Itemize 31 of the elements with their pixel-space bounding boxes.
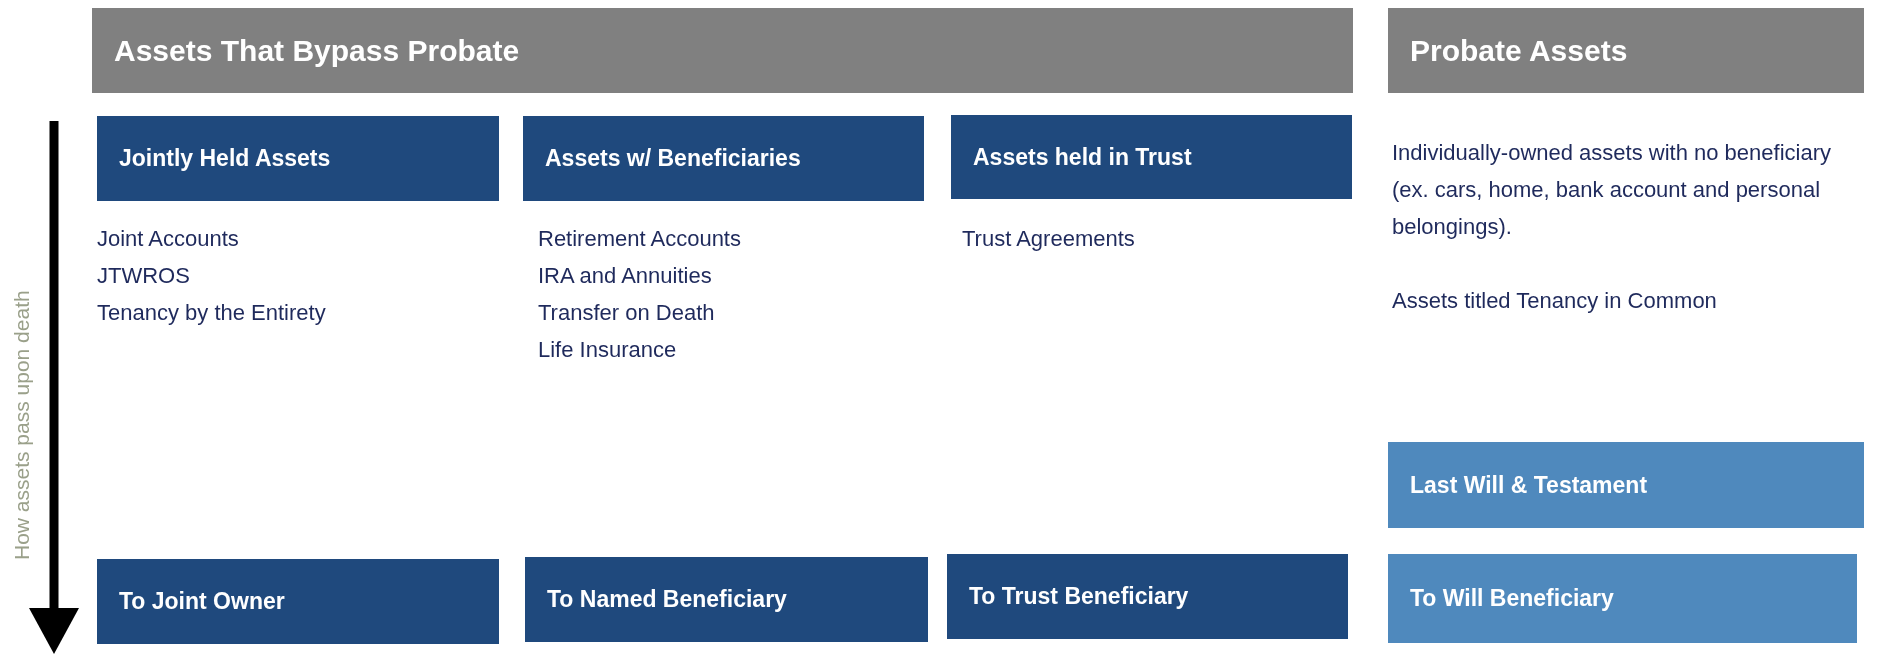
outcome-box <box>525 557 928 642</box>
heading-text: Probate Assets <box>1410 33 1628 68</box>
box-label: Last Will & Testament <box>1410 471 1648 499</box>
list-item: Retirement Accounts <box>538 225 741 253</box>
category-box <box>951 115 1352 199</box>
box-label: To Will Beneficiary <box>1410 585 1614 612</box>
category-box <box>97 116 499 201</box>
box-label: Assets held in Trust <box>973 143 1192 171</box>
list-item: Life Insurance <box>538 336 678 364</box>
outcome-box <box>1388 554 1857 643</box>
heading-text: Assets That Bypass Probate <box>114 33 520 68</box>
description-text: Assets titled Tenancy in Common <box>1392 287 1718 315</box>
header-band <box>92 8 1353 93</box>
list-item: Joint Accounts <box>97 225 240 253</box>
box-label: Jointly Held Assets <box>119 145 331 172</box>
box-label: To Joint Owner <box>119 588 285 615</box>
box-label: To Trust Beneficiary <box>969 583 1189 610</box>
box-label: Assets w/ Beneficiaries <box>545 145 801 172</box>
will-box <box>1388 442 1864 528</box>
list-item: IRA and Annuities <box>538 262 713 290</box>
list-item: Tenancy by the Entirety <box>97 299 326 327</box>
header-band <box>1388 8 1864 93</box>
list-item: JTWROS <box>97 262 191 290</box>
category-box <box>523 116 924 201</box>
axis-caption: How assets pass upon death <box>10 290 34 560</box>
list-item: Transfer on Death <box>538 299 716 327</box>
list-item: Trust Agreements <box>962 225 1135 253</box>
description-text: Individually-owned assets with no beneficiary (ex. cars, home, bank account and personal belongings). <box>1392 139 1832 241</box>
outcome-box <box>947 554 1348 639</box>
box-label: To Named Beneficiary <box>547 586 787 613</box>
outcome-box <box>97 559 499 644</box>
